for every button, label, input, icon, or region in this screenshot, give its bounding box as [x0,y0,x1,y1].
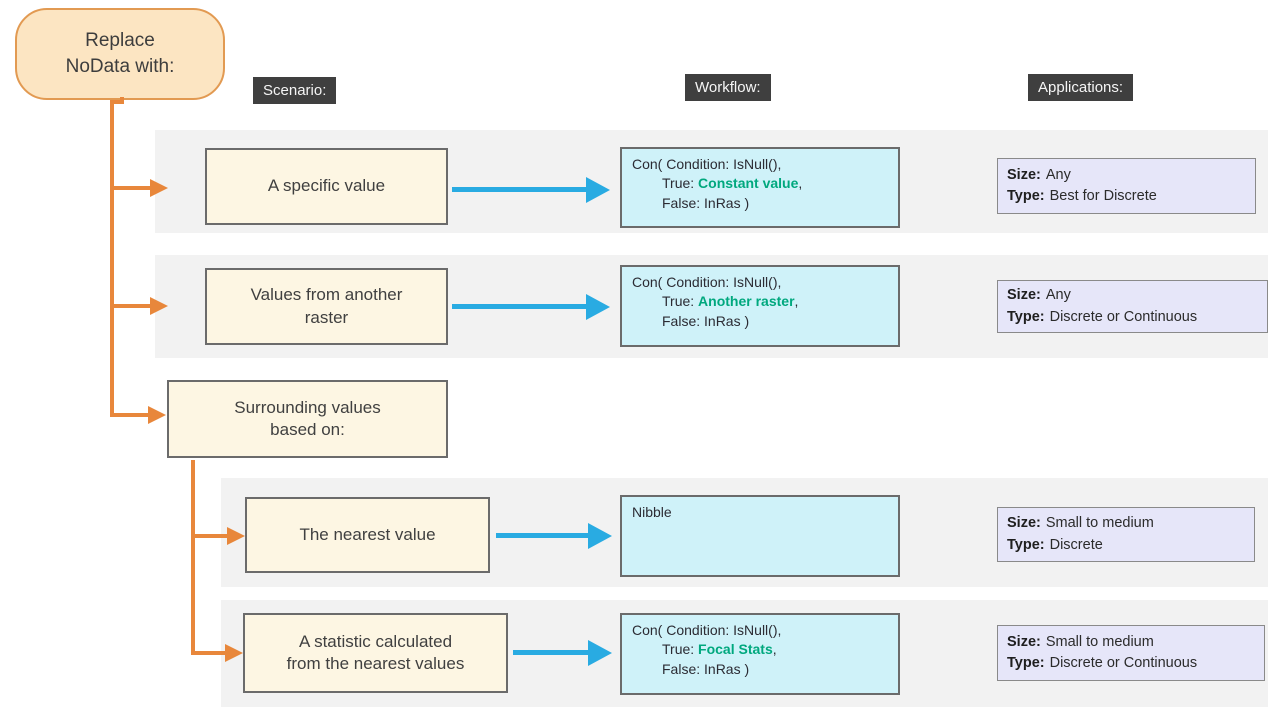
connector-elbow [110,100,124,104]
workflow-arrow-1 [452,187,586,192]
type-value: Discrete [1049,536,1103,553]
scenario-box-nearest-value: The nearest value [245,497,490,573]
workflow-line: Con( Condition: IsNull(), [632,274,782,290]
connector-branch-4 [191,534,227,538]
title-bubble: Replace NoData with: [15,8,225,100]
workflow-line: Nibble [632,504,672,520]
applications-box-4: Size:Small to medium Type:Discrete [997,507,1255,562]
workflow-arrowhead-4-icon [588,523,612,549]
scenario-text: Values from another [250,285,403,305]
workflow-arrowhead-1-icon [586,177,610,203]
connector-sub-vertical [191,460,195,655]
scenario-text: from the nearest values [286,654,465,673]
arrowhead-branch-3-icon [148,406,166,424]
workflow-box-con-focalstats: Con( Condition: IsNull(), True: Focal St… [620,613,900,695]
title-bubble-line1: Replace [85,30,155,52]
applications-box-2: Size:Any Type:Discrete or Continuous [997,280,1268,333]
applications-box-1: Size:Any Type:Best for Discrete [997,158,1256,214]
type-label: Type: [1007,308,1045,325]
type-label: Type: [1007,655,1045,671]
workflow-line: False: InRas ) [662,312,750,329]
size-value: Small to medium [1045,515,1154,532]
scenario-box-surrounding-values: Surrounding values based on: [167,380,448,458]
size-label: Size: [1007,166,1041,183]
workflow-highlight: Another raster [698,293,795,310]
workflow-line: True: Focal Stats, [632,640,777,659]
applications-size: Size:Small to medium [1007,632,1255,653]
applications-size: Size:Small to medium [1007,513,1245,534]
applications-box-5: Size:Small to medium Type:Discrete or Co… [997,625,1265,681]
arrowhead-branch-1-icon [150,179,168,197]
applications-type: Type:Best for Discrete [1007,186,1246,207]
scenario-text: Surrounding values [234,397,381,417]
workflow-true-suffix: , [772,641,777,658]
connector-branch-5 [191,651,225,655]
workflow-true-suffix: , [798,175,803,192]
workflow-highlight: Constant value [698,175,799,192]
workflow-box-con-raster: Con( Condition: IsNull(), True: Another … [620,265,900,347]
size-label: Size: [1007,633,1041,650]
scenario-text: A specific value [267,176,386,196]
connector-branch-1 [110,186,150,190]
scenario-text: The nearest value [299,524,436,544]
applications-type: Type:Discrete [1007,535,1245,556]
size-value: Small to medium [1045,633,1154,650]
workflow-line: Con( Condition: IsNull(), [632,156,782,172]
type-label: Type: [1007,188,1045,204]
type-value: Discrete or Continuous [1049,308,1198,325]
workflow-arrow-4 [496,533,588,538]
size-label: Size: [1007,287,1041,304]
size-value: Any [1045,287,1071,304]
connector-branch-2 [110,304,150,308]
arrowhead-branch-5-icon [225,644,243,662]
workflow-true-prefix: True: [662,293,699,310]
scenario-box-statistic: A statistic calculated from the nearest … [243,613,508,693]
arrowhead-branch-2-icon [150,297,168,315]
workflow-true-prefix: True: [662,175,699,192]
workflow-box-con-constant: Con( Condition: IsNull(), True: Constant… [620,147,900,228]
applications-size: Size:Any [1007,165,1246,186]
type-value: Discrete or Continuous [1049,655,1198,671]
scenario-text: A statistic calculated [298,631,453,651]
applications-type: Type:Discrete or Continuous [1007,653,1255,674]
header-workflow: Workflow: [685,74,771,101]
header-scenario: Scenario: [253,77,337,104]
type-value: Best for Discrete [1049,188,1157,204]
workflow-box-nibble: Nibble [620,495,900,577]
workflow-arrow-5 [513,650,588,655]
header-applications: Applications: [1028,74,1134,101]
workflow-line: False: InRas ) [662,194,750,211]
applications-type: Type:Discrete or Continuous [1007,307,1258,328]
workflow-arrowhead-2-icon [586,294,610,320]
applications-size: Size:Any [1007,285,1258,306]
workflow-highlight: Focal Stats [698,641,773,658]
size-value: Any [1045,166,1071,183]
workflow-line: True: Constant value, [632,174,802,193]
title-bubble-line2: NoData with: [65,56,175,77]
connector-branch-3 [110,413,148,417]
scenario-box-specific-value: A specific value [205,148,448,225]
connector-main-vertical [110,100,114,417]
arrowhead-branch-4-icon [227,527,245,545]
workflow-line: Con( Condition: IsNull(), [632,622,782,638]
size-label: Size: [1007,515,1041,532]
workflow-true-suffix: , [794,293,799,310]
scenario-box-another-raster: Values from another raster [205,268,448,345]
scenario-text: raster [304,307,349,327]
type-label: Type: [1007,536,1045,553]
workflow-arrowhead-5-icon [588,640,612,666]
workflow-line: False: InRas ) [662,660,750,677]
workflow-true-prefix: True: [662,641,699,658]
scenario-text: based on: [270,420,345,439]
workflow-line: True: Another raster, [632,292,798,311]
workflow-arrow-2 [452,304,586,309]
